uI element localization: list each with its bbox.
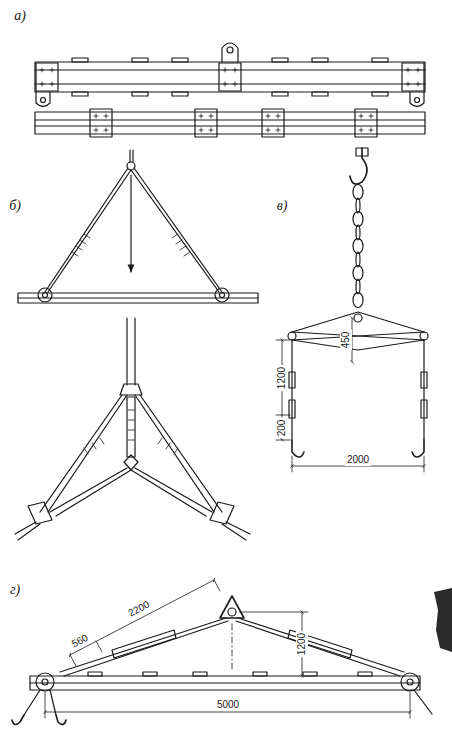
sling-beam-b: [18, 150, 258, 303]
beam-d: [12, 596, 432, 725]
dimension-value: 450: [340, 330, 352, 351]
dimension-value: 1200: [276, 365, 288, 391]
dimension-value: 2000: [345, 454, 371, 466]
dimension-value: 560: [68, 631, 92, 651]
dimension-value: 200: [276, 418, 288, 439]
figure-letter: а): [12, 8, 28, 24]
dimension-value: 1200: [296, 631, 308, 657]
dimension-value: 2200: [125, 598, 154, 621]
dimension-lines-d: [45, 580, 410, 718]
figure-letter: в): [275, 198, 290, 214]
figure-letter: б): [7, 198, 23, 214]
print-blemish: [434, 588, 452, 652]
beam-a: [35, 43, 425, 137]
dimension-value: 5000: [215, 699, 241, 711]
dimension-lines-c: [276, 318, 424, 472]
figure-letter: г): [8, 582, 22, 598]
spreader-c: [288, 148, 428, 457]
tripod-sling: [15, 318, 250, 540]
